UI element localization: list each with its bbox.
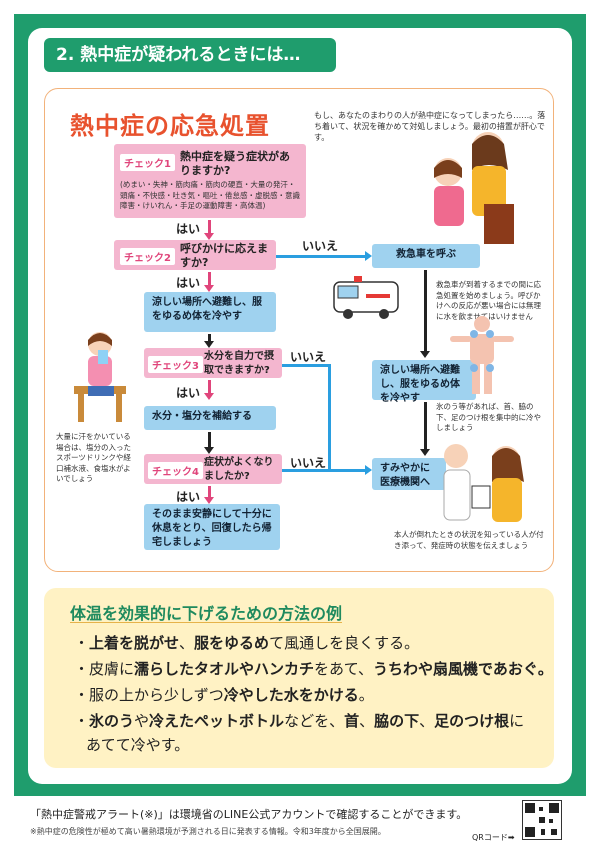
arrow-right-2 [420,402,430,456]
check4-question: 症状がよくなりましたか? [204,457,274,482]
yes-1: はい [176,222,201,236]
first-aid-title: 熱中症の応急処置 [70,112,270,140]
action-ambulance: 救急車を呼ぶ [372,244,480,268]
illustration-ambulance [333,276,399,319]
ice-note: 氷のう等があれば、首、脇の下、足のつけ根を集中的に冷やしましょう [436,402,541,432]
illustration-girl-drinking [74,332,126,422]
no-line-3 [282,364,330,367]
check1-label: チェック1 [120,154,175,171]
footer-line-1: 「熱中症警戒アラート(※)」は環境省のLINE公式アカウントで確認することができ… [30,808,468,821]
check2-question: 呼びかけに応えますか? [180,242,268,269]
first-aid-intro: もし、あなたのまわりの人が熱中症になってしまったら……。落ち着いて、状況を確かめ… [314,111,546,142]
arrow-right-1 [420,270,430,358]
cooling-item-3: ・服の上から少しずつ冷やした水をかける。 [74,686,374,704]
sweat-note: 大量に汗をかいている場合は、塩分の入ったスポーツドリンクや経口補水液、食塩水がよ… [56,432,131,483]
no-vline-3 [328,364,331,470]
arrow-6 [204,486,214,504]
check1-detail: (めまい・失神・筋肉痛・筋肉の硬直・大量の発汗・頭痛・不快感・吐き気・嘔吐・倦怠… [120,180,300,210]
section-header: 2. 熱中症が疑われるときには… [44,38,336,72]
action-rest: そのまま安静にして十分に休息をとり、回復したら帰宅しましょう [144,504,280,550]
action-hospital: すみやかに医療機関へ [372,458,446,490]
no-4: いいえ [290,456,327,470]
qr-label: QRコード➡ [472,833,515,842]
cooling-panel [44,588,554,768]
action-hydrate: 水分・塩分を補給する [144,406,276,430]
arrow-3 [204,334,214,348]
no-line-2 [276,251,372,261]
check4-label: チェック4 [148,462,203,479]
illustration-helper-women [434,132,514,244]
yes-3: はい [176,386,201,400]
no-line-4 [282,465,372,475]
no-2: いいえ [302,239,339,253]
check2-label: チェック2 [120,248,175,265]
no-3: いいえ [290,350,327,364]
cooling-item-1: ・上着を脱がせ、服をゆるめて風通しを良くする。 [74,634,420,652]
check3-question: 水分を自力で摂取できますか? [204,351,274,376]
arrow-1 [204,220,214,240]
cooling-item-2: ・皮膚に濡らしたタオルやハンカチをあて、うちわや扇風機であおぐ。 [74,660,553,678]
yes-2: はい [176,276,201,290]
arrow-4 [204,380,214,400]
qr-code[interactable] [522,800,562,840]
yes-4: はい [176,490,201,504]
illustration-body-ice [450,316,514,394]
cooling-item-4: ・氷のうや冷えたペットボトルなどを、首、脇の下、足のつけ根に [74,712,525,730]
ambulance-note: 救急車が到着するまでの間に応急処置を始めましょう。呼びかけへの反応が悪い場合には… [436,280,541,321]
arrow-5 [204,432,214,454]
illustration-nurse [443,444,524,522]
cooling-title: 体温を効果的に下げるための方法の例 [70,604,343,623]
footer-line-2: ※熱中症の危険性が極めて高い暑熱環境が予測される日に発表する情報。令和3年度から… [30,827,386,836]
cooling-item-4-line2: あてて冷やす。 [86,736,190,754]
arrow-2 [204,272,214,292]
hospital-note: 本人が倒れたときの状況を知っている人が付き添って、発症時の状態を伝えましょう [394,530,544,550]
action-cool-2: 涼しい場所へ避難し、服をゆるめ体を冷やす [372,360,476,404]
action-cool-1: 涼しい場所へ避難し、服をゆるめ体を冷やす [144,292,276,332]
check1-question: 熱中症を疑う症状がありますか? [180,150,290,177]
check3-label: チェック3 [148,356,203,373]
